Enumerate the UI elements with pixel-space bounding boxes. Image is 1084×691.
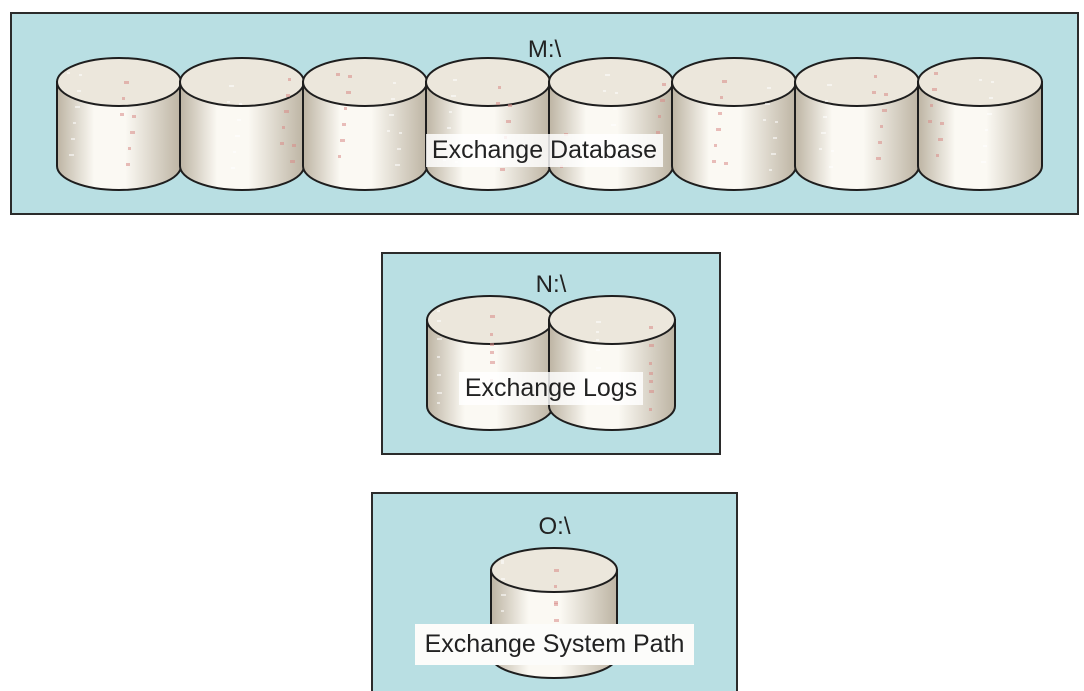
disk-cylinder-icon	[917, 57, 1043, 191]
drive-letter: N:\	[535, 271, 567, 298]
drive-caption-text: Exchange Database	[425, 134, 664, 167]
drive-letter: M:\	[527, 36, 562, 63]
drive-caption-text: Exchange Logs	[458, 372, 644, 405]
drive-caption: Exchange Logs	[383, 372, 719, 405]
disk-cylinder-icon	[56, 57, 182, 191]
disk-cylinder-icon	[426, 295, 554, 431]
drive-n-box: N:\ Exchange Logs	[381, 252, 721, 455]
disk-cylinder-icon	[548, 295, 676, 431]
disk-cylinder-icon	[179, 57, 305, 191]
disk-cylinder-icon	[425, 57, 551, 191]
drive-o-box: O:\ Exchange System Path	[371, 492, 738, 691]
drive-caption: Exchange Database	[12, 134, 1077, 167]
drive-m-box: M:\ Exchange Database	[10, 12, 1079, 215]
disk-cylinder-icon	[302, 57, 428, 191]
drive-caption-text: Exchange System Path	[414, 624, 695, 665]
drive-letter: O:\	[538, 513, 571, 540]
disk-cylinder-icon	[671, 57, 797, 191]
disk-stack	[56, 57, 1043, 191]
drive-caption: Exchange System Path	[373, 624, 736, 665]
disk-cylinder-icon	[548, 57, 674, 191]
disk-stack	[426, 295, 676, 431]
disk-cylinder-icon	[794, 57, 920, 191]
